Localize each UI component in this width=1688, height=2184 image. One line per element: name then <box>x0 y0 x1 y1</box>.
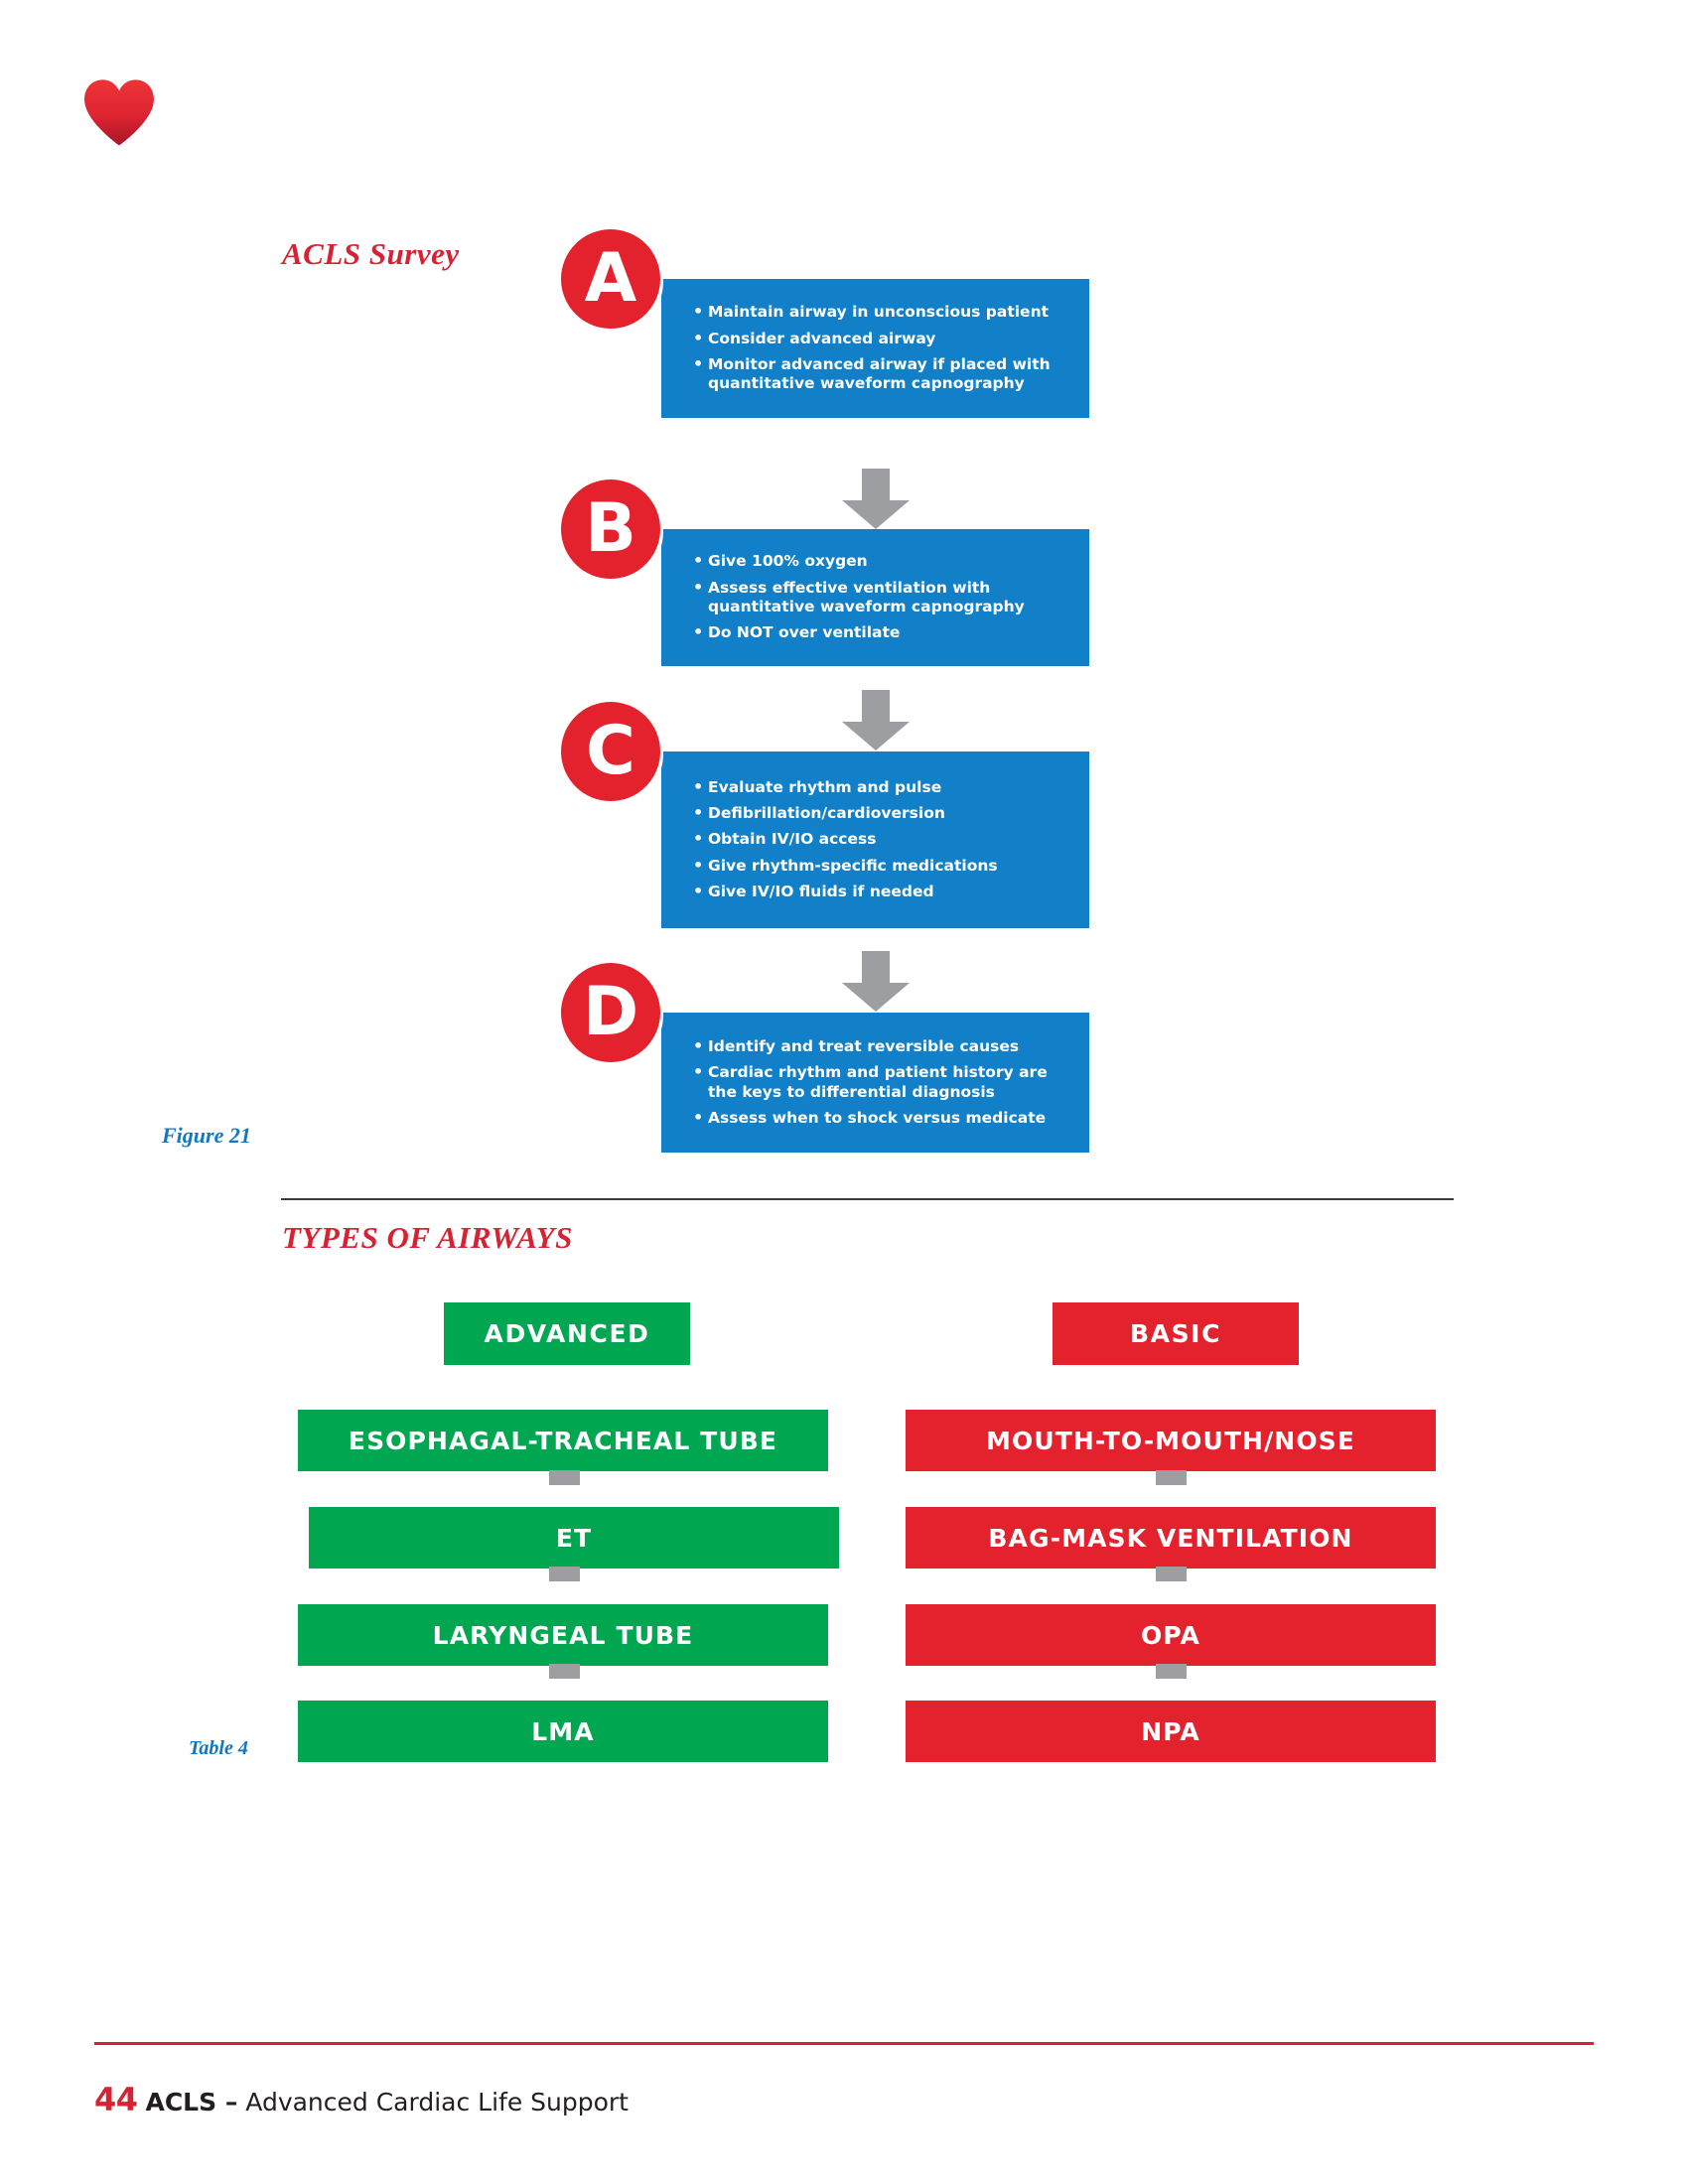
airway-item-opa: OPA <box>906 1604 1436 1666</box>
heart-icon <box>81 77 157 147</box>
acls-survey-flow-diagram: Maintain airway in unconscious patient C… <box>0 0 1688 1191</box>
list-item: Maintain airway in unconscious patient <box>693 302 1071 322</box>
airway-connector <box>549 1664 580 1679</box>
list-item: Identify and treat reversible causes <box>693 1036 1071 1056</box>
page-title-types-of-airways: TYPES OF AIRWAYS <box>282 1220 573 1255</box>
flow-step-d-bullets: Identify and treat reversible causes Car… <box>693 1030 1071 1136</box>
page-title-acls-survey: ACLS Survey <box>282 236 460 271</box>
flow-step-c-box: Evaluate rhythm and pulse Defibrillation… <box>661 751 1089 928</box>
airway-item-esophagal-tracheal-tube: ESOPHAGAL-TRACHEAL TUBE <box>298 1410 828 1471</box>
footer: 44 ACLS – Advanced Cardiac Life Support <box>94 2081 629 2118</box>
list-item: Defibrillation/cardioversion <box>693 803 1071 823</box>
footer-book-abbrev: ACLS – <box>145 2088 238 2116</box>
airway-connector <box>549 1470 580 1485</box>
flow-step-a-box: Maintain airway in unconscious patient C… <box>661 279 1089 418</box>
list-item: Do NOT over ventilate <box>693 622 1071 642</box>
arrow-down-icon <box>840 690 912 751</box>
page-number: 44 <box>94 2081 138 2118</box>
footer-divider <box>94 2042 1594 2045</box>
list-item: Cardiac rhythm and patient history are t… <box>693 1062 1071 1102</box>
flow-step-b-box: Give 100% oxygen Assess effective ventil… <box>661 529 1089 666</box>
footer-book-name: Advanced Cardiac Life Support <box>245 2088 629 2116</box>
list-item: Evaluate rhythm and pulse <box>693 777 1071 797</box>
list-item: Assess when to shock versus medicate <box>693 1108 1071 1128</box>
flow-step-d-box: Identify and treat reversible causes Car… <box>661 1013 1089 1153</box>
airways-header-basic: BASIC <box>1053 1302 1299 1365</box>
list-item: Obtain IV/IO access <box>693 829 1071 849</box>
airway-item-npa: NPA <box>906 1701 1436 1762</box>
arrow-down-icon <box>840 951 912 1013</box>
airway-item-bag-mask-ventilation: BAG-MASK VENTILATION <box>906 1507 1436 1569</box>
airway-connector <box>1156 1567 1187 1581</box>
list-item: Give IV/IO fluids if needed <box>693 882 1071 901</box>
flow-step-b-bullets: Give 100% oxygen Assess effective ventil… <box>693 545 1071 650</box>
flow-badge-d: D <box>561 963 660 1062</box>
list-item: Monitor advanced airway if placed with q… <box>693 354 1071 394</box>
airway-connector <box>549 1567 580 1581</box>
flow-badge-b: B <box>561 479 660 579</box>
list-item: Give 100% oxygen <box>693 551 1071 571</box>
flow-badge-c: C <box>561 702 660 801</box>
airway-connector <box>1156 1664 1187 1679</box>
airway-item-mouth-to-mouth-nose: MOUTH-TO-MOUTH/NOSE <box>906 1410 1436 1471</box>
table-caption: Table 4 <box>189 1737 248 1759</box>
airway-item-et: ET <box>309 1507 839 1569</box>
airways-header-advanced: ADVANCED <box>444 1302 690 1365</box>
flow-step-c-bullets: Evaluate rhythm and pulse Defibrillation… <box>693 771 1071 909</box>
airway-item-laryngeal-tube: LARYNGEAL TUBE <box>298 1604 828 1666</box>
flow-badge-a: A <box>561 229 660 329</box>
list-item: Consider advanced airway <box>693 329 1071 348</box>
airway-connector <box>1156 1470 1187 1485</box>
airway-item-lma: LMA <box>298 1701 828 1762</box>
arrow-down-icon <box>840 469 912 530</box>
figure-caption: Figure 21 <box>162 1123 251 1148</box>
section-divider <box>281 1198 1454 1200</box>
list-item: Give rhythm-specific medications <box>693 856 1071 876</box>
list-item: Assess effective ventilation with quanti… <box>693 578 1071 617</box>
flow-step-a-bullets: Maintain airway in unconscious patient C… <box>693 296 1071 401</box>
